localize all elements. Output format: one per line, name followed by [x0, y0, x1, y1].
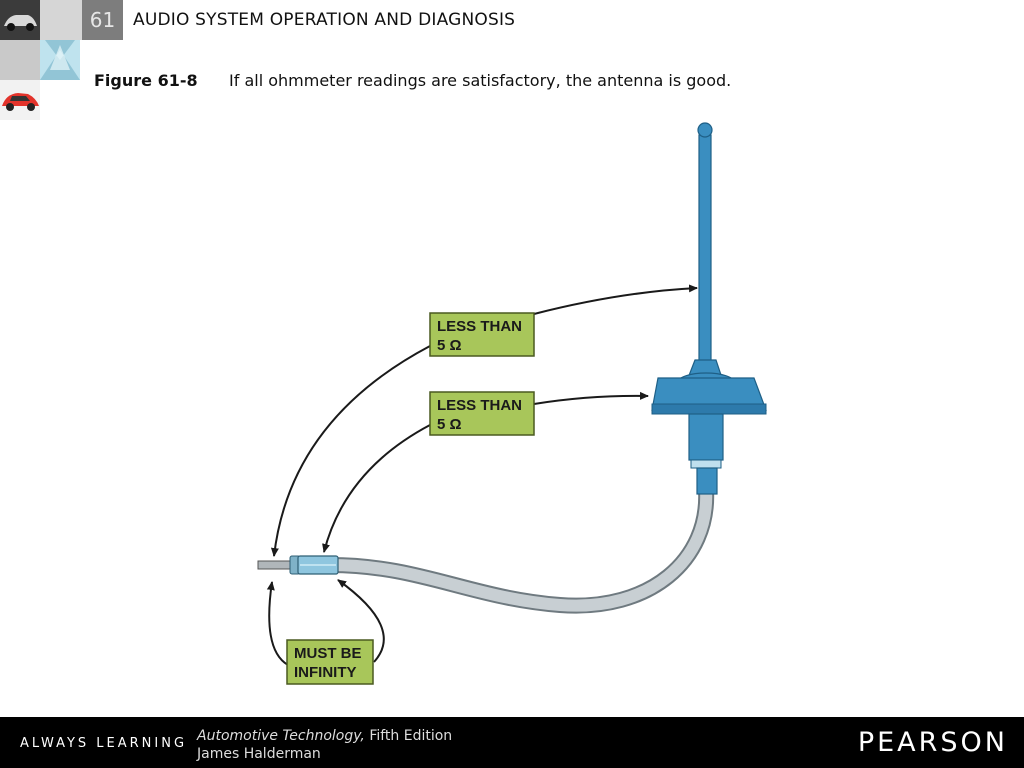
antenna-base: [651, 359, 767, 495]
footer-slogan: ALWAYS LEARNING: [20, 736, 188, 751]
car-thumbnail-icon: [0, 0, 40, 40]
figure-caption: If all ohmmeter readings are satisfactor…: [229, 71, 732, 90]
book-title: Automotive Technology,: [197, 728, 365, 744]
figure-label: Figure 61-8: [94, 71, 198, 90]
page-title: AUDIO SYSTEM OPERATION AND DIAGNOSIS: [133, 10, 516, 30]
footer-bar: ALWAYS LEARNING Automotive Technology, F…: [0, 717, 1024, 768]
chapter-number: 61: [82, 0, 123, 40]
label-box-3-line2: INFINITY: [294, 664, 357, 681]
book-edition: Fifth Edition: [364, 728, 453, 744]
label-box-3: MUST BE INFINITY: [286, 639, 374, 685]
label-box-1-line1: LESS THAN: [437, 318, 522, 335]
arrow-box3-to-pin: [266, 581, 289, 666]
antenna-test-diagram: LESS THAN 5 Ω LESS THAN 5 Ω MUST BE INFI…: [257, 122, 767, 685]
antenna-connector-plug: [257, 555, 339, 575]
publisher-logo: PEARSON: [857, 727, 1008, 758]
label-box-2-line1: LESS THAN: [437, 397, 522, 414]
arrow-box1-to-mast: [533, 284, 698, 315]
label-box-3-line1: MUST BE: [294, 645, 362, 662]
footer-book-info: Automotive Technology, Fifth Edition Jam…: [197, 727, 452, 763]
arrow-box1-to-pin: [270, 345, 431, 557]
antenna-mast: [697, 122, 713, 368]
arrow-box3-to-shell: [337, 579, 385, 663]
header-decor-block-2: [0, 40, 40, 80]
label-box-1: LESS THAN 5 Ω: [429, 312, 535, 357]
arrow-box2-to-shell: [322, 424, 431, 553]
book-author: James Halderman: [197, 746, 321, 762]
red-car-thumbnail-icon: [0, 80, 40, 120]
measurement-arrows: [266, 284, 698, 666]
antenna-cable: [322, 482, 715, 614]
label-box-1-line2: 5 Ω: [437, 337, 462, 354]
arrow-box2-to-base: [533, 391, 649, 405]
label-box-2-line2: 5 Ω: [437, 416, 462, 433]
crystal-thumbnail-icon: [40, 40, 80, 80]
label-box-2: LESS THAN 5 Ω: [429, 391, 535, 436]
header-decor-block: [40, 0, 82, 40]
